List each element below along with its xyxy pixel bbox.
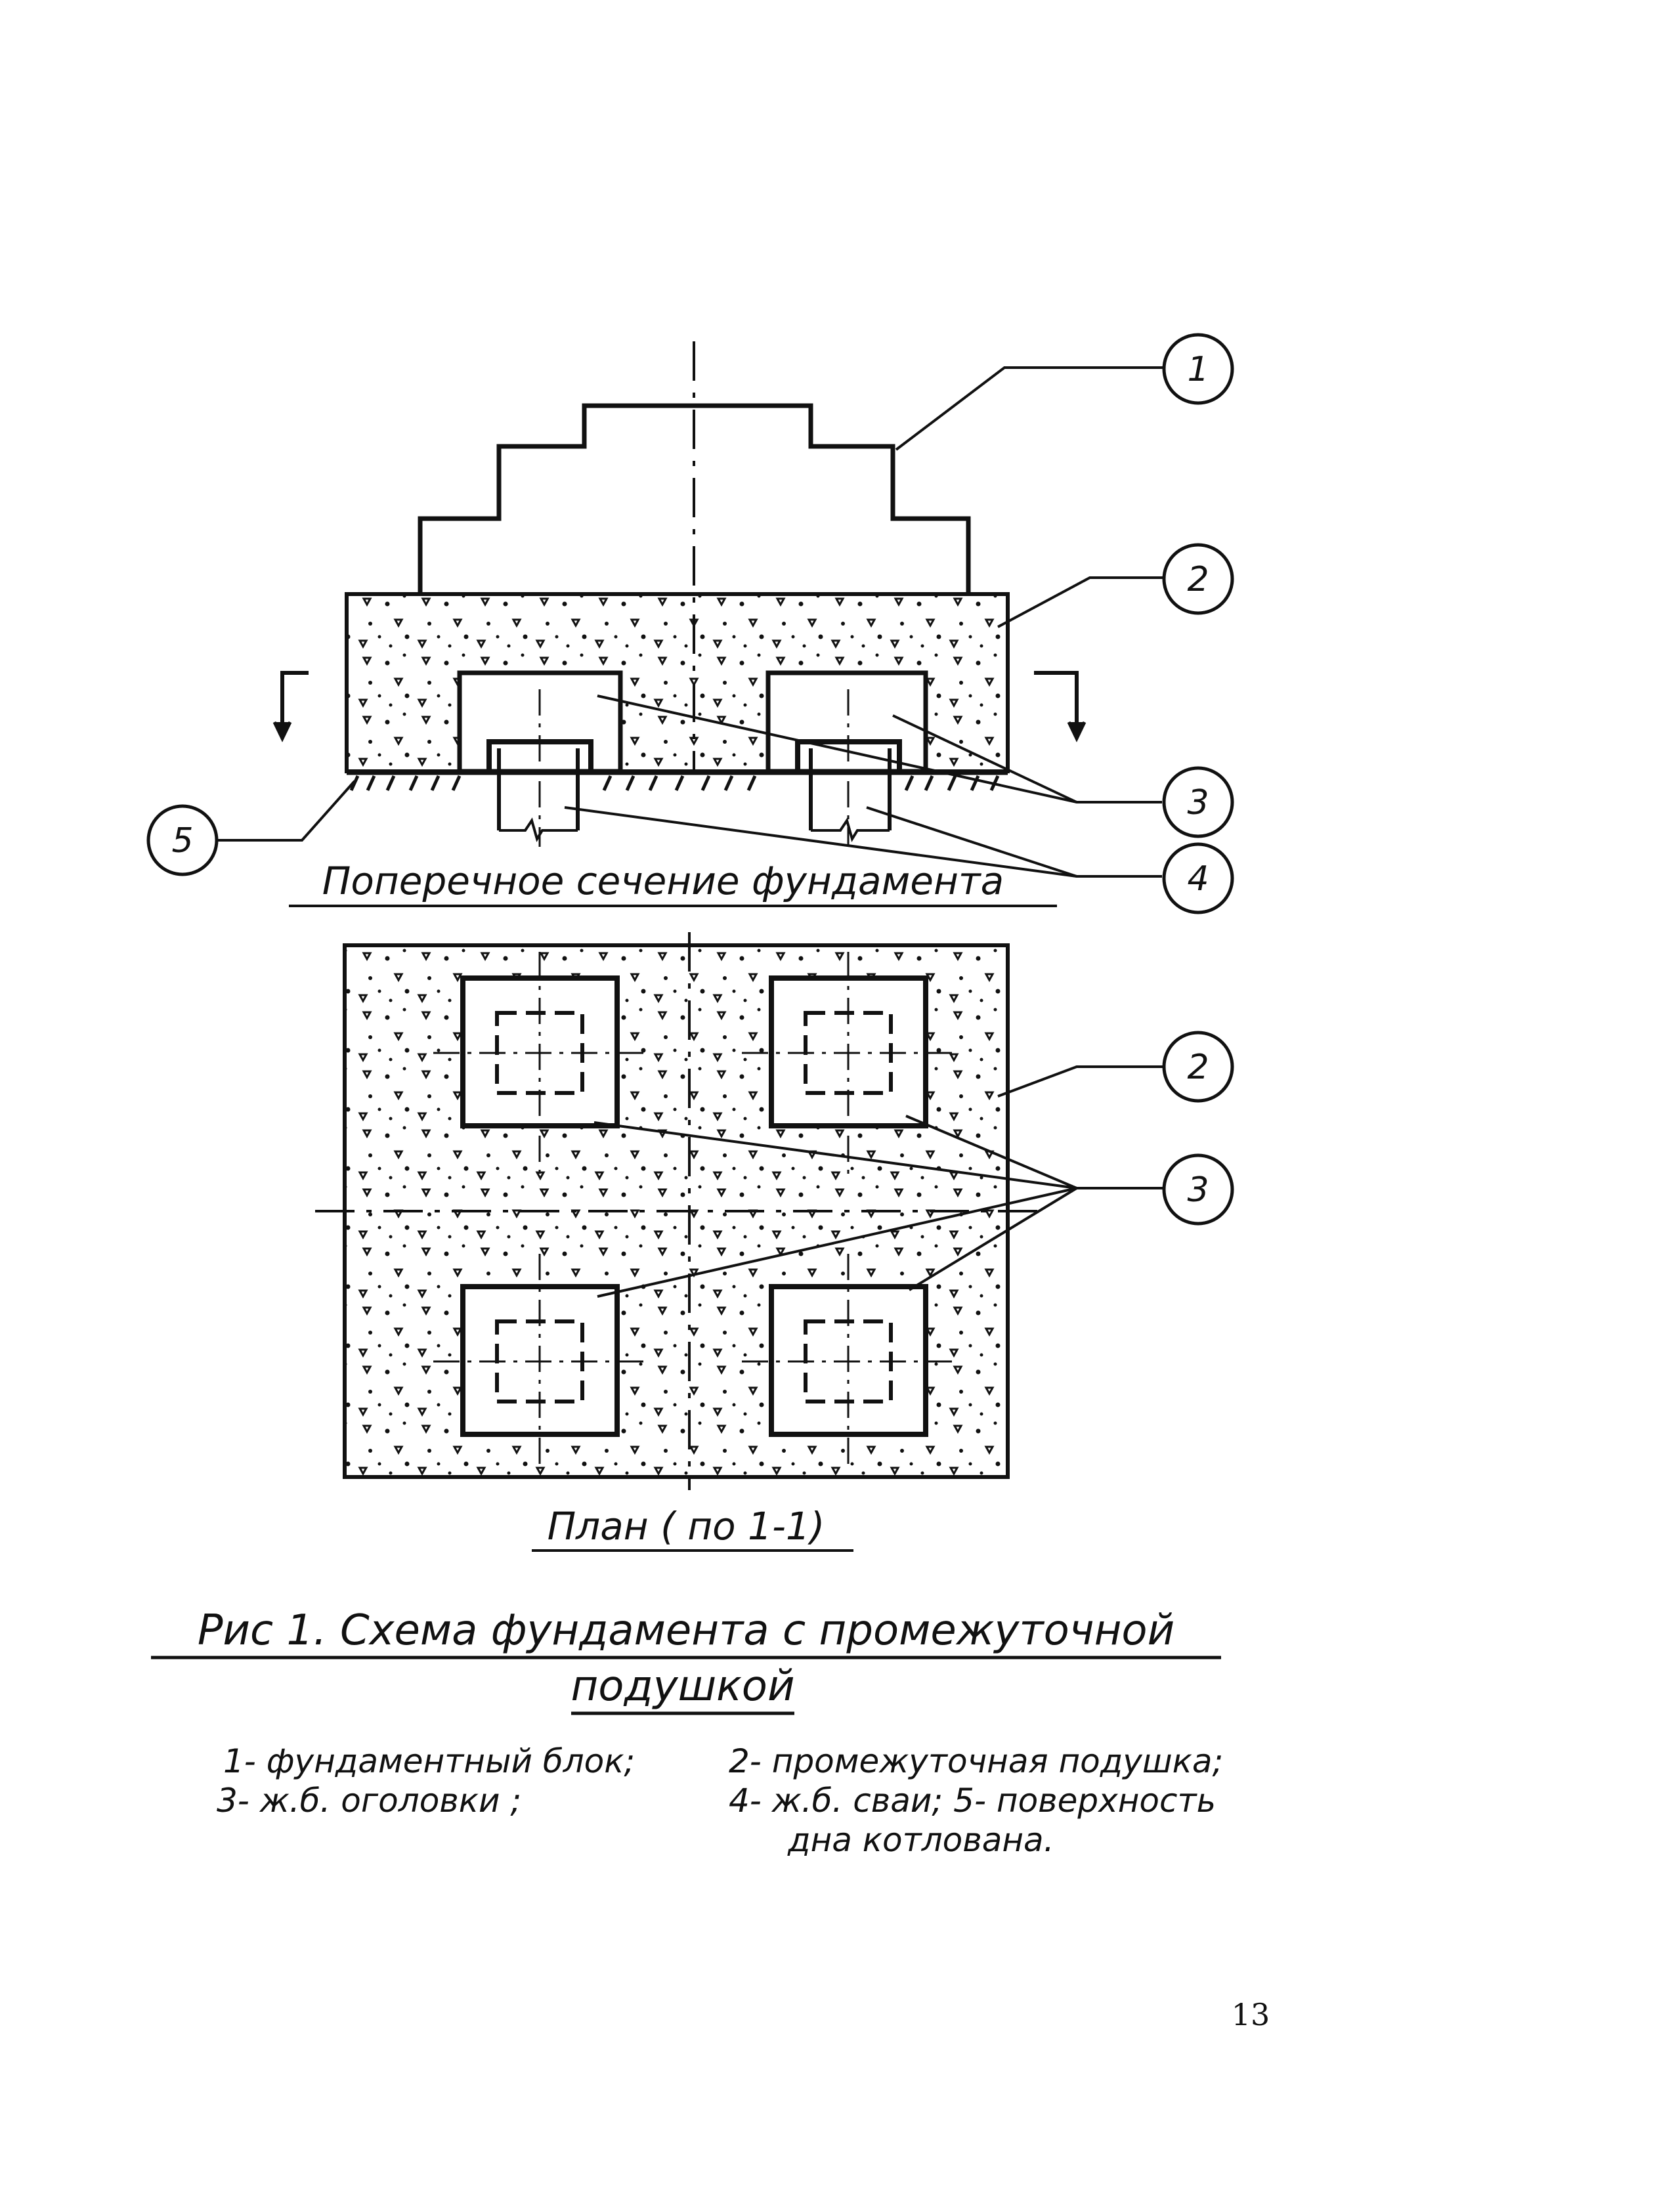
section-mark-left — [280, 671, 309, 735]
plan-cap-top-right — [742, 952, 958, 1175]
page-number: 13 — [1232, 1997, 1270, 2032]
svg-text:3: 3 — [1187, 1170, 1209, 1210]
svg-text:4: 4 — [1187, 859, 1209, 899]
callout-2-section: 2 — [1162, 543, 1234, 615]
svg-text:План ( по 1-1): План ( по 1-1) — [548, 1504, 825, 1549]
svg-text:Рис 1. Схема фундамента с пром: Рис 1. Схема фундамента с промежуточной — [198, 1606, 1174, 1655]
callout-4: 4 — [1162, 842, 1234, 914]
plan-caption: План ( по 1-1) — [532, 1504, 853, 1552]
svg-text:1: 1 — [1187, 350, 1209, 389]
callout-5: 5 — [146, 804, 219, 876]
plan-cap-top-left — [433, 952, 650, 1175]
legend-item-3: 3- ж.б. оголовки ; — [217, 1782, 521, 1820]
svg-text:2: 2 — [1187, 1048, 1209, 1087]
svg-text:Поперечное сечение фундамента: Поперечное сечение фундамента — [322, 859, 1004, 903]
legend: 1- фундаментный блок; 2- промежуточная п… — [217, 1742, 1223, 1859]
plan-cap-bottom-left — [433, 1254, 650, 1464]
callout-3-section: 3 — [1162, 766, 1234, 838]
svg-text:3: 3 — [1187, 783, 1209, 823]
svg-text:подушкой: подушкой — [571, 1662, 794, 1711]
plan-cap-bottom-right — [742, 1254, 958, 1464]
callout-2-plan: 2 — [1162, 1031, 1234, 1103]
callout-1: 1 — [1162, 333, 1234, 405]
pile-left — [497, 748, 580, 830]
svg-text:5: 5 — [171, 821, 193, 861]
svg-text:2: 2 — [1187, 560, 1209, 599]
pile-right — [809, 748, 892, 830]
section-mark-right — [1034, 671, 1079, 735]
plan-view — [315, 932, 1037, 1490]
cross-section — [272, 341, 1087, 847]
callout-3-plan: 3 — [1162, 1153, 1234, 1226]
legend-item-4: 4- ж.б. сваи; 5- поверхность — [729, 1782, 1216, 1820]
legend-item-5: дна котлована. — [787, 1821, 1054, 1859]
pit-bottom-surface — [347, 771, 1008, 792]
legend-item-2: 2- промежуточная подушка; — [729, 1742, 1223, 1780]
foundation-block — [418, 403, 971, 594]
figure-title: Рис 1. Схема фундамента с промежуточной … — [151, 1606, 1221, 1715]
legend-item-1: 1- фундаментный блок; — [223, 1742, 635, 1780]
section-caption: Поперечное сечение фундамента — [289, 859, 1057, 907]
